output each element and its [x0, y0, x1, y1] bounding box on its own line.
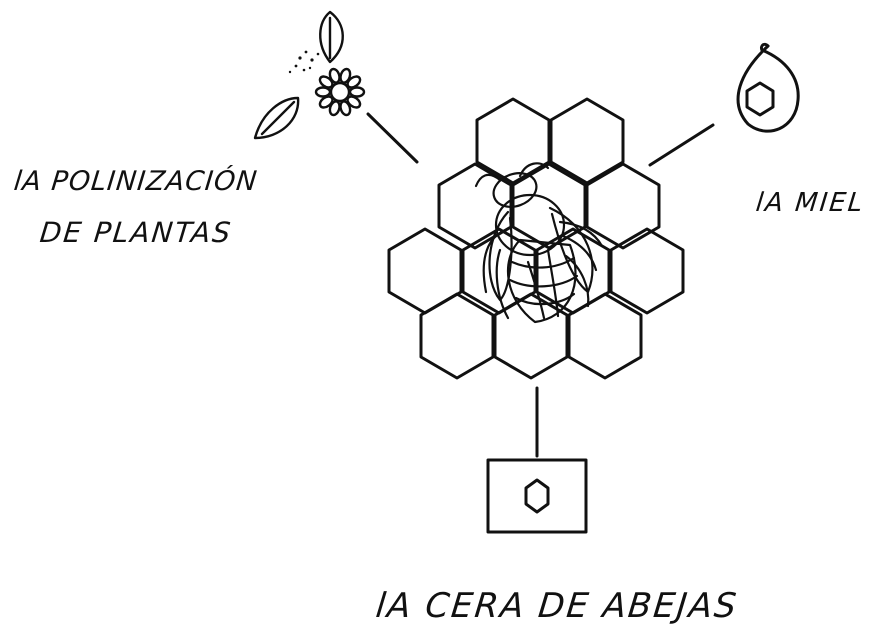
flower-petal	[339, 100, 352, 117]
connector-honey	[648, 123, 715, 167]
bee-icon	[474, 162, 604, 324]
connector-pollination	[366, 112, 419, 164]
label-pollination-line1: lA POLINIZACIÓN	[12, 166, 260, 197]
honeycomb-cell	[387, 227, 463, 315]
wax-block-icon	[486, 458, 588, 534]
flower-petal	[314, 86, 332, 98]
flower-petal	[348, 86, 366, 98]
honeycomb-cell	[567, 292, 643, 380]
flower-petal	[318, 95, 334, 109]
flower-petal	[346, 95, 362, 109]
honeycomb-cell	[437, 162, 513, 250]
honeycomb-cell	[511, 162, 587, 250]
label-honey: lA MIEL	[754, 188, 866, 218]
honeycomb-icon	[387, 97, 685, 380]
flower-petal	[328, 67, 341, 84]
flower-petal	[318, 75, 334, 89]
honeycomb-cell	[609, 227, 685, 315]
label-pollination-line2: DE PLANTAS	[38, 216, 234, 249]
honeycomb-cell	[493, 292, 569, 380]
honeycomb-cell	[419, 292, 495, 380]
flower-petal	[328, 100, 341, 117]
flower-icon	[253, 10, 366, 140]
flower-petal	[339, 67, 352, 84]
flower-petal	[346, 75, 362, 89]
label-wax: lA CERA DE ABEJAS	[373, 586, 740, 626]
honey-drop-icon	[736, 42, 800, 133]
honeycomb-cell	[549, 97, 625, 185]
honeycomb-cell	[475, 97, 551, 185]
honeycomb-cell	[585, 162, 661, 250]
